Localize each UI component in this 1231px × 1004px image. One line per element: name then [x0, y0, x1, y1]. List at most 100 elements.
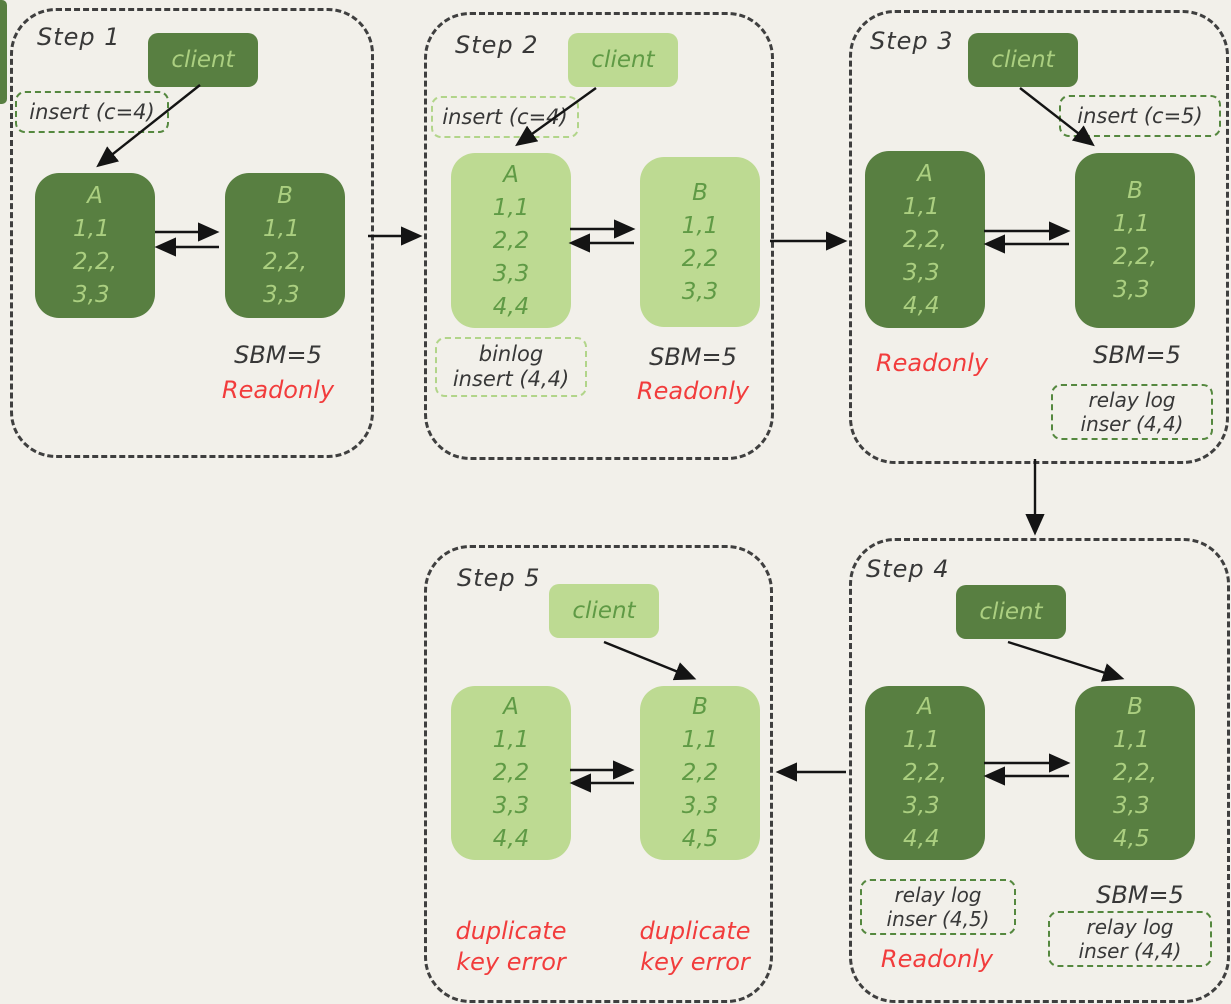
- node-title: B: [692, 694, 708, 720]
- node-title: A: [917, 160, 933, 187]
- binlog-line-1: binlog: [478, 342, 544, 366]
- relay-line-1: relay log: [894, 883, 982, 907]
- step-1-node-b: B 1,1 2,2, 3,3: [225, 173, 345, 318]
- node-row: 1,1: [903, 193, 940, 220]
- node-rows: 1,1 2,2, 3,3: [1113, 208, 1157, 307]
- node-row: 3,3: [263, 282, 300, 308]
- step-2-readonly-label: Readonly: [636, 377, 750, 405]
- node-row: 2,2,: [1113, 760, 1157, 786]
- step-2-sbm-label: SBM=5: [649, 343, 737, 371]
- step-3-relay-log-tag: relay log inser (4,4): [1051, 384, 1213, 440]
- error-line-1: duplicate: [455, 917, 567, 945]
- step-2-insert-tag: insert (c=4): [431, 96, 579, 138]
- step-3-readonly-label: Readonly: [875, 349, 989, 377]
- node-row: 4,4: [903, 292, 940, 319]
- node-row: 3,3: [681, 278, 719, 305]
- node-rows: 1,1 2,2 3,3 4,4: [493, 724, 530, 856]
- node-title: B: [1127, 178, 1143, 204]
- node-row: 2,2: [492, 227, 530, 254]
- step-4-relay-log-b-tag: relay log inser (4,4): [1048, 911, 1212, 967]
- step-4-relay-log-a-tag: relay log inser (4,5): [860, 879, 1016, 935]
- node-row: 4,4: [492, 826, 530, 852]
- step-5-node-b: B 1,1 2,2 3,3 4,5: [640, 686, 760, 860]
- step-5-title: Step 5: [457, 564, 541, 592]
- binlog-line-2: insert (4,4): [452, 367, 570, 391]
- node-row: 1,1: [1113, 727, 1150, 753]
- step-5-error-b-label: duplicate key error: [625, 916, 765, 978]
- node-row: 1,1: [681, 727, 719, 753]
- step-5-client-box: client: [549, 584, 659, 638]
- step-1-readonly-label: Readonly: [221, 376, 335, 404]
- step-2-binlog-tag: binlog insert (4,4): [435, 337, 587, 397]
- step-3-sbm-label: SBM=5: [1093, 341, 1181, 369]
- error-line-1: duplicate: [639, 917, 751, 945]
- step-1-client-box: client: [148, 33, 258, 87]
- node-row: 2,2,: [263, 249, 307, 275]
- step-5-node-a: A 1,1 2,2 3,3 4,4: [451, 686, 571, 860]
- step-3-title: Step 3: [870, 27, 954, 55]
- node-row: 2,2: [492, 760, 530, 786]
- step-3-node-b: B 1,1 2,2, 3,3: [1075, 153, 1195, 328]
- node-row: 3,3: [681, 793, 719, 819]
- node-row: 2,2,: [1113, 244, 1157, 270]
- node-row: 3,3: [1113, 277, 1150, 303]
- step-4-readonly-label: Readonly: [880, 945, 994, 973]
- step-3-client-box: client: [968, 33, 1078, 87]
- relay-line-1: relay log: [1088, 388, 1176, 412]
- node-row: 1,1: [73, 216, 110, 242]
- node-row: 2,2,: [903, 226, 947, 253]
- step-2-title: Step 2: [455, 31, 539, 59]
- node-row: 1,1: [1113, 211, 1150, 237]
- node-rows: 1,1 2,2, 3,3: [73, 213, 117, 312]
- error-line-2: key error: [640, 948, 750, 976]
- node-title: A: [503, 161, 519, 188]
- step-4-sbm-label: SBM=5: [1096, 881, 1184, 909]
- node-row: 1,1: [903, 727, 940, 753]
- node-rows: 1,1 2,2, 3,3 4,4: [903, 191, 947, 323]
- node-row: 3,3: [903, 793, 940, 819]
- step-5-container: Step 5 client A 1,1 2,2 3,3 4,4 B 1,1 2,2 3,3…: [424, 545, 773, 1003]
- error-line-2: key error: [456, 948, 566, 976]
- relay-line-2: inser (4,4): [1080, 412, 1184, 436]
- node-title: B: [1127, 694, 1143, 720]
- cropped-green-shape: [0, 0, 7, 104]
- node-row: 4,5: [681, 826, 719, 852]
- step-1-title: Step 1: [37, 23, 121, 51]
- node-rows: 1,1 2,2, 3,3 4,5: [1113, 724, 1157, 856]
- node-row: 3,3: [73, 282, 110, 308]
- node-row: 3,3: [492, 793, 530, 819]
- step-1-insert-tag: insert (c=4): [15, 91, 169, 133]
- node-row: 4,5: [1113, 826, 1150, 852]
- step-4-title: Step 4: [866, 555, 950, 583]
- relay-line-2: inser (4,4): [1078, 939, 1182, 963]
- step-1-sbm-label: SBM=5: [234, 341, 322, 369]
- node-title: A: [917, 694, 933, 720]
- node-row: 3,3: [903, 259, 940, 286]
- node-row: 2,2: [681, 760, 719, 786]
- node-title: A: [503, 694, 519, 720]
- step-4-node-b: B 1,1 2,2, 3,3 4,5: [1075, 686, 1195, 860]
- node-row: 2,2,: [73, 249, 117, 275]
- node-row: 3,3: [1113, 793, 1150, 819]
- step-3-container: Step 3 client insert (c=5) A 1,1 2,2, 3,3 4…: [849, 10, 1229, 464]
- node-row: 4,4: [492, 293, 530, 320]
- node-rows: 1,1 2,2 3,3 4,5: [682, 724, 719, 856]
- step-3-insert-tag: insert (c=5): [1059, 95, 1221, 137]
- node-title: B: [277, 183, 293, 209]
- relay-line-2: inser (4,5): [886, 907, 990, 931]
- step-4-client-box: client: [956, 585, 1066, 639]
- step-3-node-a: A 1,1 2,2, 3,3 4,4: [865, 151, 985, 328]
- node-row: 1,1: [263, 216, 300, 242]
- node-row: 2,2,: [903, 760, 947, 786]
- step-2-client-box: client: [568, 33, 678, 87]
- node-row: 1,1: [492, 727, 530, 753]
